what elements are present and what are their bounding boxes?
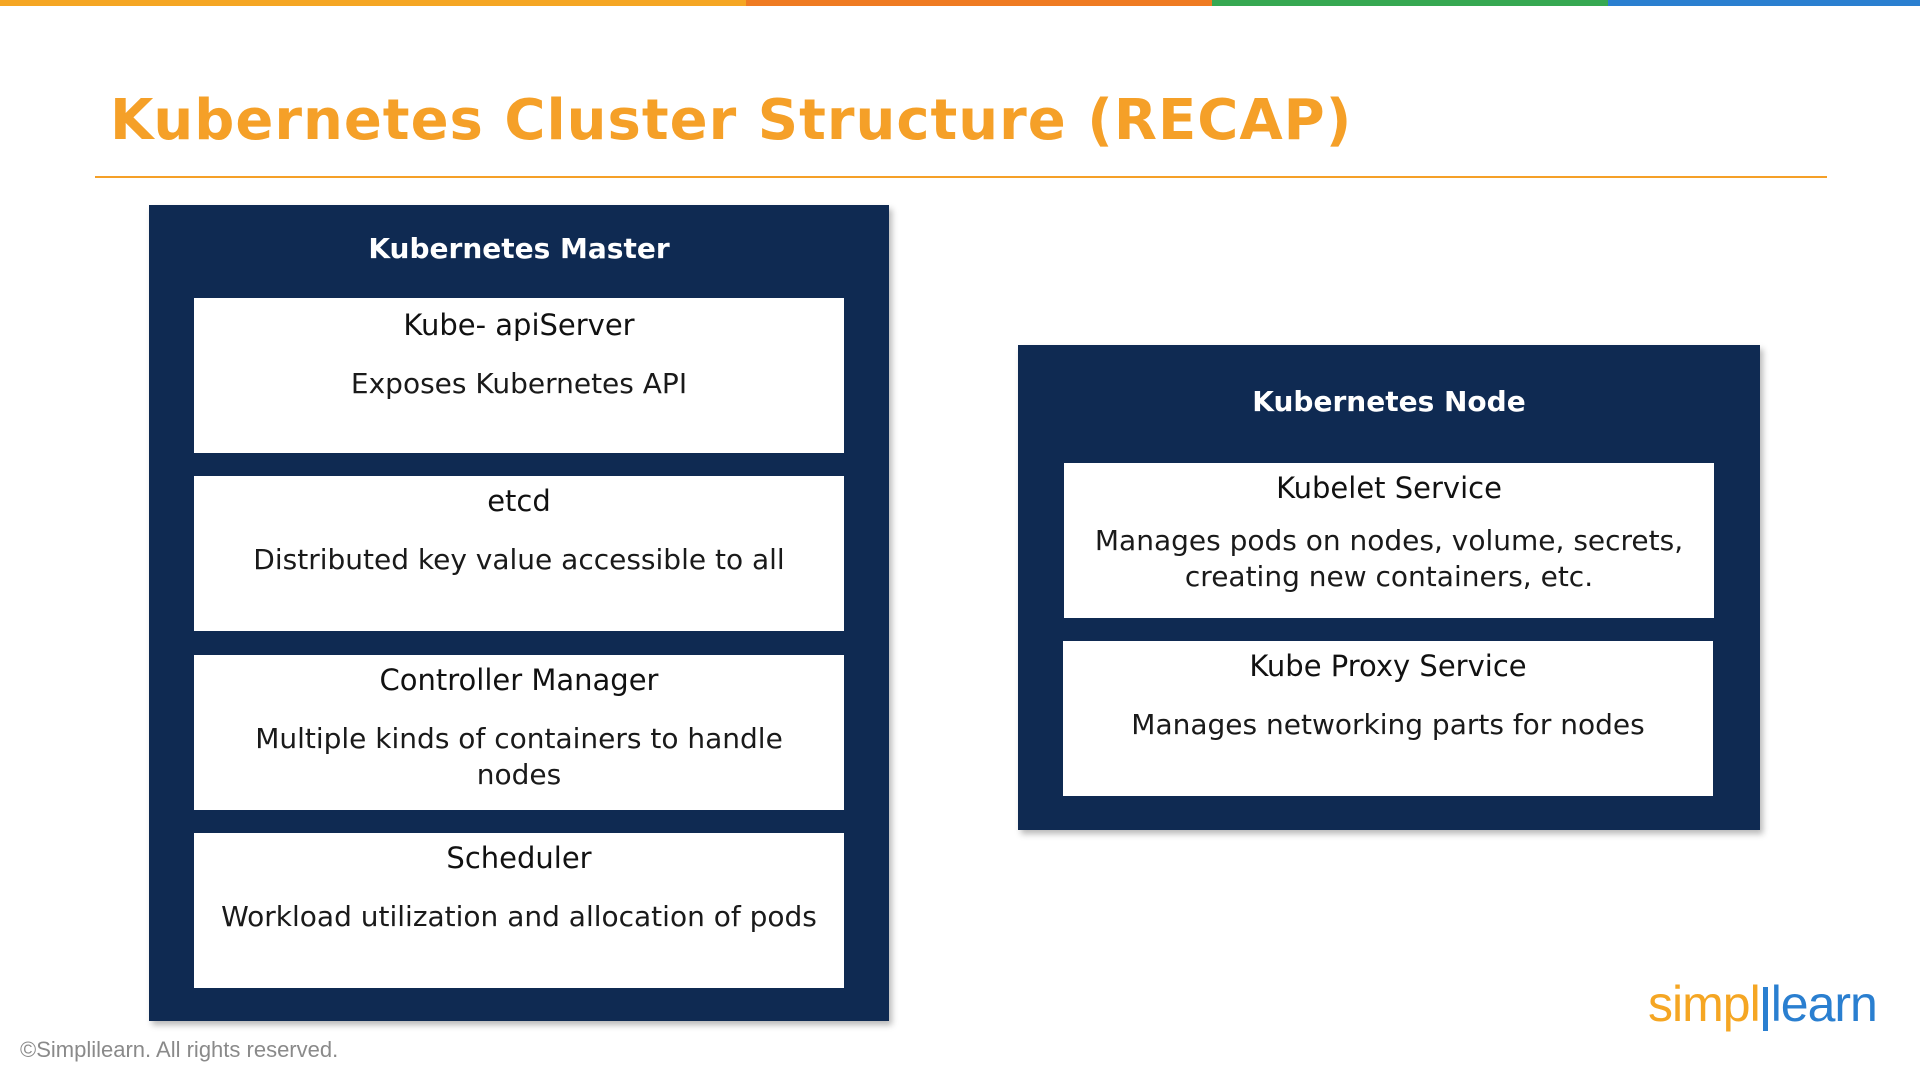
card-description: Manages networking parts for nodes	[1131, 708, 1645, 741]
top-bar-segment-4	[1608, 0, 1920, 6]
node-panel-title: Kubernetes Node	[1252, 385, 1526, 418]
node-panel: Kubernetes Node Kubelet Service Manages …	[1018, 345, 1760, 830]
master-card-scheduler: Scheduler Workload utilization and alloc…	[194, 833, 844, 988]
node-card-kubelet: Kubelet Service Manages pods on nodes, v…	[1064, 463, 1714, 618]
copyright-notice: ©Simplilearn. All rights reserved.	[20, 1037, 339, 1062]
card-description: Exposes Kubernetes API	[350, 367, 688, 400]
logo-part-2: learn	[1770, 976, 1878, 1032]
card-heading: Kube- apiServer	[403, 308, 635, 342]
card-description: Multiple kinds of containers to handle n…	[255, 722, 783, 791]
title-underline	[95, 176, 1827, 178]
top-bar-segment-1	[0, 0, 746, 6]
card-heading: Scheduler	[446, 841, 592, 875]
logo-part-1: simpl	[1648, 976, 1761, 1032]
master-card-etcd: etcd Distributed key value accessible to…	[194, 476, 844, 631]
card-description: Manages pods on nodes, volume, secrets, …	[1094, 524, 1684, 593]
card-description: Workload utilization and allocation of p…	[221, 900, 817, 933]
card-description: Distributed key value accessible to all	[253, 543, 785, 576]
logo-bar-icon	[1762, 987, 1768, 1031]
master-card-controller-manager: Controller Manager Multiple kinds of con…	[194, 655, 844, 810]
top-color-bar	[0, 0, 1920, 6]
card-heading: Kube Proxy Service	[1249, 649, 1527, 683]
card-heading: Controller Manager	[379, 663, 659, 697]
master-card-apiserver: Kube- apiServer Exposes Kubernetes API	[194, 298, 844, 453]
master-panel-title: Kubernetes Master	[368, 232, 670, 265]
card-heading: Kubelet Service	[1276, 471, 1502, 505]
master-panel: Kubernetes Master Kube- apiServer Expose…	[149, 205, 889, 1021]
slide-title: Kubernetes Cluster Structure (RECAP)	[110, 88, 1353, 153]
card-heading: etcd	[487, 484, 551, 518]
top-bar-segment-3	[1212, 0, 1608, 6]
node-card-kube-proxy: Kube Proxy Service Manages networking pa…	[1063, 641, 1713, 796]
top-bar-segment-2	[746, 0, 1212, 6]
